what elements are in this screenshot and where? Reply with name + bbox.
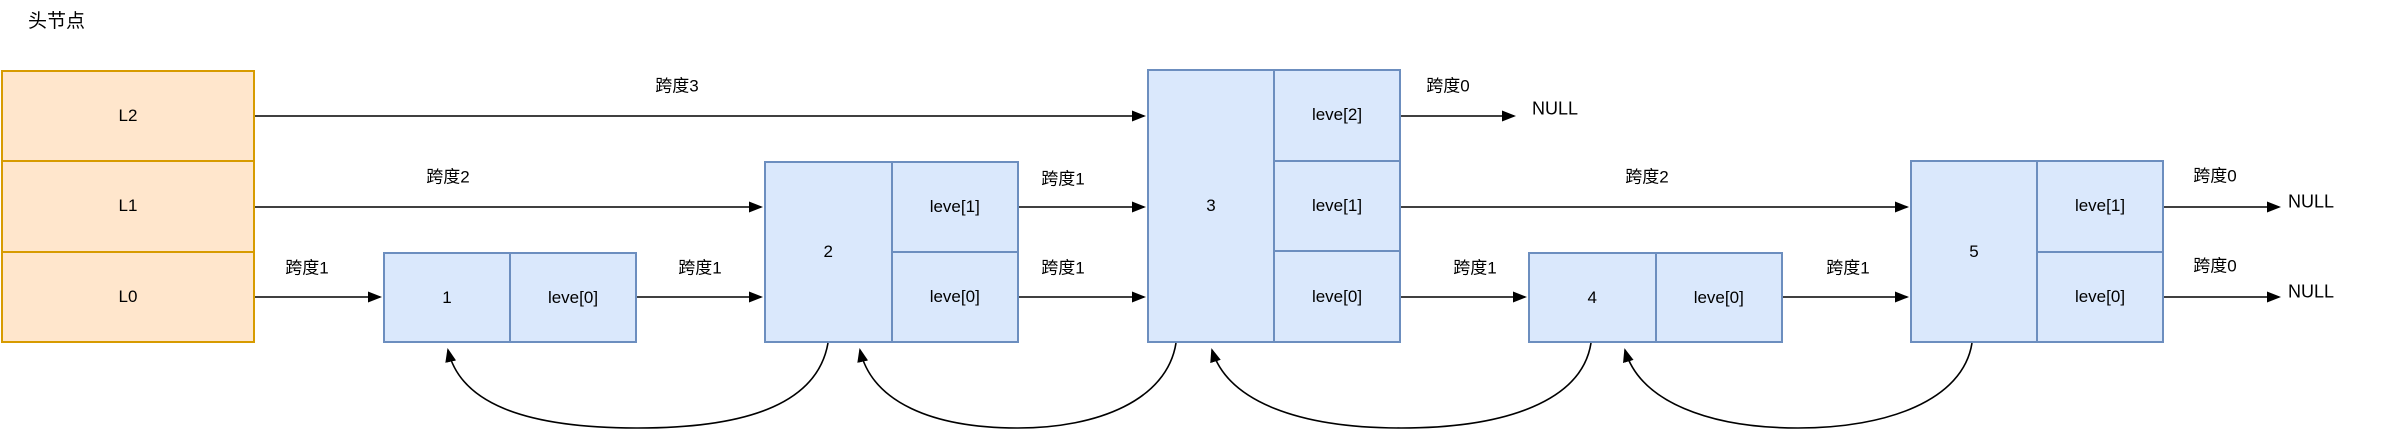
node-1-levels: leve[0] xyxy=(509,254,635,341)
head-node: L2 L1 L0 xyxy=(1,70,255,343)
node-2: 2 leve[1] leve[0] xyxy=(764,161,1019,343)
span-label-node1: 跨度1 xyxy=(678,258,722,278)
diagram-title: 头节点 xyxy=(28,11,86,32)
node-5-value: 5 xyxy=(1969,241,1979,261)
node-4-value: 4 xyxy=(1587,287,1597,307)
head-level-l0: L0 xyxy=(3,250,253,341)
span-label-node3-l0: 跨度1 xyxy=(1453,258,1497,278)
head-level-l1: L1 xyxy=(3,160,253,250)
node-2-leve1-cell: leve[1] xyxy=(929,197,980,216)
backward-arrow-node4-to-node3 xyxy=(1210,342,1592,429)
span-label-node2-l1: 跨度1 xyxy=(1041,169,1085,189)
span-label-headL1: 跨度2 xyxy=(426,167,470,187)
node-2-value: 2 xyxy=(823,242,833,261)
span-label-headL2: 跨度3 xyxy=(655,76,699,96)
backward-arrow-node2-to-node1 xyxy=(445,342,829,429)
node-2-levels: leve[1] leve[0] xyxy=(890,163,1017,341)
span-label-node3-l2: 跨度0 xyxy=(1426,76,1470,96)
node-1-leve0-cell: leve[0] xyxy=(547,287,599,307)
node-1-value: 1 xyxy=(442,287,452,307)
span-label-node2-l0: 跨度1 xyxy=(1041,258,1085,278)
span-label-node4: 跨度1 xyxy=(1826,258,1870,278)
node-5-levels: leve[1] leve[0] xyxy=(2036,162,2162,341)
null-label-level0: NULL xyxy=(2288,281,2335,302)
node-3-value: 3 xyxy=(1206,196,1216,215)
node-3-leve1-cell: leve[1] xyxy=(1275,159,1399,251)
node-3-leve2-cell: leve[2] xyxy=(1311,105,1363,125)
backward-arrow-node5-to-node4 xyxy=(1623,342,1973,429)
node-4: 4 leve[0] xyxy=(1528,252,1783,343)
node-5: 5 leve[1] leve[0] xyxy=(1910,160,2164,343)
span-label-node3-l1: 跨度2 xyxy=(1625,167,1669,187)
node-4-leve0-cell: leve[0] xyxy=(1693,287,1744,307)
backward-arrow-node3-to-node2 xyxy=(857,342,1177,429)
node-2-leve0-cell: leve[0] xyxy=(892,251,1017,341)
span-label-headL0: 跨度1 xyxy=(285,258,329,278)
span-label-node5-l1: 跨度0 xyxy=(2193,166,2237,186)
node-5-leve0-cell: leve[0] xyxy=(2038,250,2162,342)
node-5-leve1-cell: leve[1] xyxy=(2074,196,2126,216)
node-1: 1 leve[0] xyxy=(383,252,637,343)
node-3: 3 leve[2] leve[1] leve[0] xyxy=(1147,69,1401,343)
node-3-levels: leve[2] leve[1] leve[0] xyxy=(1273,71,1399,341)
node-3-leve0-cell: leve[0] xyxy=(1275,250,1399,341)
node-4-levels: leve[0] xyxy=(1654,254,1782,341)
null-label-level1: NULL xyxy=(2288,191,2335,212)
null-label-level2: NULL xyxy=(1532,98,1579,119)
head-level-l2: L2 xyxy=(118,106,138,126)
span-label-node5-l0: 跨度0 xyxy=(2193,256,2237,276)
